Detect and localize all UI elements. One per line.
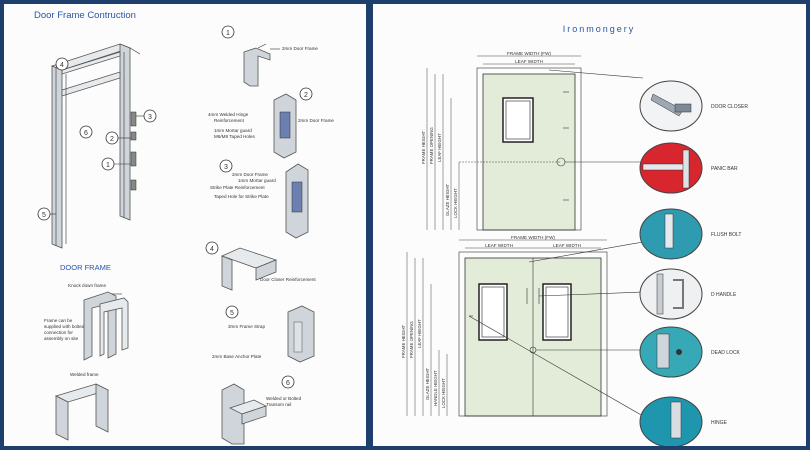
svg-text:LEAF HEIGHT: LEAF HEIGHT <box>417 319 422 348</box>
hardware-leader-lines <box>468 69 644 417</box>
svg-text:1: 1 <box>106 162 110 169</box>
svg-text:FRAME WIDTH (FW): FRAME WIDTH (FW) <box>507 51 551 56</box>
hinge-item: HINGE <box>639 396 728 446</box>
welded-frame-detail: Welded frame <box>54 372 110 441</box>
svg-text:4: 4 <box>60 62 64 69</box>
part-4-door-closer-reinforcement: 4 Door Closer Reinforcement <box>205 241 316 291</box>
svg-text:2mm Door Frame: 2mm Door Frame <box>298 118 334 123</box>
svg-text:3: 3 <box>224 164 228 171</box>
part-6-transom-rail: 6 Welded or Bolted Transom rail <box>221 375 302 445</box>
flush-bolt-item: FLUSH BOLT <box>639 208 741 260</box>
svg-text:PANIC BAR: PANIC BAR <box>711 166 738 172</box>
svg-text:FRAME HEIGHT: FRAME HEIGHT <box>401 325 406 358</box>
svg-text:supplied with bolted: supplied with bolted <box>44 324 85 329</box>
svg-text:Strike Plate Reinforcement: Strike Plate Reinforcement <box>210 185 265 190</box>
svg-text:2: 2 <box>110 136 114 143</box>
svg-text:Transom rail: Transom rail <box>266 402 291 407</box>
svg-text:2mm Door Frame: 2mm Door Frame <box>282 46 318 51</box>
svg-text:GLAZE HEIGHT: GLAZE HEIGHT <box>445 183 450 216</box>
svg-text:LEAF WIDTH: LEAF WIDTH <box>485 243 513 248</box>
svg-text:Door Closer Reinforcement: Door Closer Reinforcement <box>260 277 316 282</box>
dead-lock-item: DEAD LOCK <box>639 326 741 378</box>
svg-text:Taped Hole for Strike Plate: Taped Hole for Strike Plate <box>214 194 269 199</box>
svg-text:Welded or Bolted: Welded or Bolted <box>266 396 302 401</box>
svg-text:GLAZE HEIGHT: GLAZE HEIGHT <box>425 367 430 400</box>
svg-text:FRAME WIDTH (FW): FRAME WIDTH (FW) <box>511 235 555 240</box>
panic-bar-item: PANIC BAR <box>639 142 738 194</box>
svg-text:FRAME OPENING: FRAME OPENING <box>429 127 434 164</box>
svg-text:4mm Welded Hinge: 4mm Welded Hinge <box>208 112 249 117</box>
svg-text:M6/M8 Taped Holes: M6/M8 Taped Holes <box>214 134 255 139</box>
svg-text:2: 2 <box>304 92 308 99</box>
svg-text:LEAF WIDTH: LEAF WIDTH <box>515 59 543 64</box>
svg-text:HINGE: HINGE <box>711 420 728 426</box>
section-title-door-frame: DOOR FRAME <box>60 263 111 272</box>
single-door-elevation: FRAME WIDTH (FW) LEAF WIDTH FRAME HEIGHT… <box>421 51 582 231</box>
svg-text:4: 4 <box>210 246 214 253</box>
part-1-door-frame: 1 2mm Door Frame <box>221 25 318 87</box>
svg-text:D HANDLE: D HANDLE <box>711 292 737 298</box>
svg-text:2mm Base Anchor Plate: 2mm Base Anchor Plate <box>212 354 262 359</box>
svg-text:FRAME HEIGHT: FRAME HEIGHT <box>421 131 426 164</box>
svg-text:6: 6 <box>84 130 88 137</box>
page-title-door-frame-construction: Door Frame Contruction <box>34 10 136 21</box>
part-3-strike-plate: 3 2mm Door Frame 1mm Mortar guard Strike… <box>210 159 309 239</box>
svg-text:5: 5 <box>230 310 234 317</box>
part-2-hinge-reinforcement: 2 4mm Welded Hinge Reinforcement 1mm Mor… <box>208 87 334 159</box>
svg-text:6: 6 <box>286 380 290 387</box>
svg-text:Frame can be: Frame can be <box>44 318 73 323</box>
frame-assembly-drawing <box>50 43 141 249</box>
part-5-frame-strap: 5 3mm Frame Strap 2mm Base Anchor Plate <box>212 305 315 363</box>
page-title-ironmongery: Ironmongery <box>563 24 636 34</box>
svg-text:Knock down frame: Knock down frame <box>68 283 106 288</box>
svg-text:DEAD LOCK: DEAD LOCK <box>711 350 741 356</box>
svg-text:assembly on site: assembly on site <box>44 336 79 341</box>
svg-text:LEAF HEIGHT: LEAF HEIGHT <box>437 133 442 162</box>
svg-text:connection for: connection for <box>44 330 73 335</box>
svg-text:3mm Frame Strap: 3mm Frame Strap <box>228 324 265 329</box>
svg-text:Welded frame: Welded frame <box>70 372 99 377</box>
door-frame-construction-page: Door Frame Contruction 4 3 6 2 1 5 DOOR … <box>4 4 366 446</box>
svg-text:1mm Mortar guard: 1mm Mortar guard <box>214 128 252 133</box>
svg-text:1: 1 <box>226 30 230 37</box>
svg-text:2mm Door Frame: 2mm Door Frame <box>232 172 268 177</box>
door-closer-item: DOOR CLOSER <box>639 80 748 132</box>
double-door-elevation: FRAME WIDTH (FW) LEAF WIDTH LEAF WIDTH F… <box>401 235 608 417</box>
svg-text:DOOR CLOSER: DOOR CLOSER <box>711 104 748 110</box>
svg-text:FLUSH BOLT: FLUSH BOLT <box>711 232 741 238</box>
svg-text:FRAME OPENING: FRAME OPENING <box>409 321 414 358</box>
svg-text:LOCK HEIGHT: LOCK HEIGHT <box>441 378 446 408</box>
svg-text:3: 3 <box>148 114 152 121</box>
svg-text:HANDLE HEIGHT: HANDLE HEIGHT <box>433 370 438 406</box>
svg-text:LOCK HEIGHT: LOCK HEIGHT <box>453 188 458 218</box>
svg-text:5: 5 <box>42 212 46 219</box>
svg-text:Reinforcement: Reinforcement <box>214 118 245 123</box>
ironmongery-page: Ironmongery FRAME WIDTH (FW) LEAF WIDTH … <box>373 4 806 446</box>
d-handle-item: D HANDLE <box>639 268 737 320</box>
knock-down-frame-detail: Knock down frame Frame can be supplied w… <box>44 283 129 361</box>
svg-text:1mm Mortar guard: 1mm Mortar guard <box>238 178 276 183</box>
frame-callouts: 4 3 6 2 1 5 <box>37 57 157 221</box>
svg-text:LEAF WIDTH: LEAF WIDTH <box>553 243 581 248</box>
